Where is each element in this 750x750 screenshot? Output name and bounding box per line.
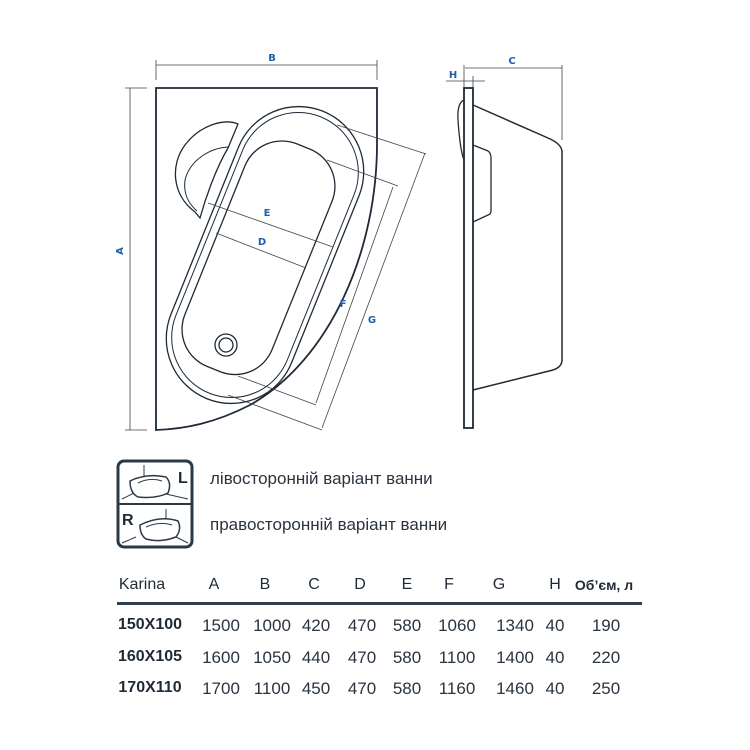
tub-side-view-panel — [463, 87, 474, 429]
value-cell: 1160 — [438, 679, 476, 698]
dim-label-d: D — [258, 237, 266, 248]
value-cell: 470 — [347, 616, 377, 635]
header-divider — [117, 602, 642, 605]
tub-rim — [165, 105, 365, 405]
header-c: C — [308, 576, 320, 593]
value-cell: 40 — [545, 679, 565, 698]
dim-label-g: G — [368, 315, 376, 326]
value-cell: 250 — [591, 679, 621, 698]
dim-label-b: B — [268, 53, 276, 64]
legend-left-variant: лівосторонній варіант ванни — [210, 469, 433, 488]
dim-label-f: F — [340, 299, 347, 310]
value-cell: 580 — [392, 648, 422, 667]
value-cell: 1700 — [202, 679, 240, 698]
header-h: H — [549, 576, 561, 593]
value-cell: 1340 — [496, 616, 534, 635]
value-cell: 450 — [301, 679, 331, 698]
header-b: B — [259, 576, 271, 593]
headrest — [174, 121, 239, 220]
value-cell: 420 — [301, 616, 331, 635]
value-cell: 1500 — [202, 616, 240, 635]
value-cell: 580 — [392, 679, 422, 698]
value-cell: 1050 — [253, 648, 291, 667]
value-cell: 470 — [347, 648, 377, 667]
model-cell: 150X100 — [117, 616, 183, 633]
tub-bowl — [181, 140, 336, 376]
dim-label-h: H — [449, 70, 457, 81]
value-cell: 1000 — [253, 616, 291, 635]
header-model: Karina — [118, 576, 166, 593]
value-cell: 1400 — [496, 648, 534, 667]
legend-right-variant: правосторонній варіант ванни — [210, 515, 448, 534]
dim-label-c: C — [508, 56, 515, 67]
dim-label-a: A — [115, 247, 126, 255]
value-cell: 220 — [591, 648, 621, 667]
value-cell: 1100 — [438, 648, 476, 667]
left-letter: L — [178, 470, 188, 487]
value-cell: 40 — [545, 648, 565, 667]
value-cell: 470 — [347, 679, 377, 698]
value-cell: 40 — [545, 616, 565, 635]
bathtub-technical-drawing: B A E D F G C H — [115, 53, 563, 431]
model-cell: 170X110 — [118, 679, 182, 696]
model-cell: 160X105 — [117, 648, 183, 665]
value-cell: 580 — [392, 616, 422, 635]
value-cell: 190 — [591, 616, 621, 635]
dim-label-e: E — [264, 208, 271, 219]
left-right-variant-icon: L R — [116, 459, 194, 549]
value-cell: 1100 — [253, 679, 291, 698]
value-cell: 1600 — [202, 648, 240, 667]
header-volume: Об’єм, л — [574, 577, 634, 593]
header-a: A — [208, 576, 220, 593]
right-letter: R — [122, 512, 134, 529]
header-d: D — [354, 576, 366, 593]
value-cell: 1060 — [438, 616, 476, 635]
value-cell: 1460 — [496, 679, 534, 698]
header-e: E — [401, 576, 413, 593]
value-cell: 440 — [301, 648, 331, 667]
header-f: F — [444, 576, 454, 593]
tub-side-view-body — [472, 104, 563, 391]
header-g: G — [492, 576, 506, 593]
tub-outline-top-view — [155, 87, 378, 431]
drain — [214, 333, 238, 357]
